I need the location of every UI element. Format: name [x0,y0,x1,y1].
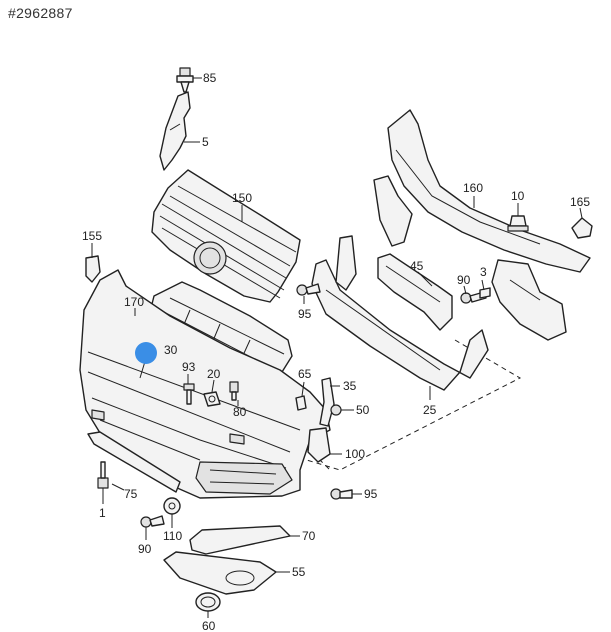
callout-80: 80 [233,405,247,419]
callout-20: 20 [207,367,221,381]
part-45-bracket [377,253,453,331]
part-160-cross-member [373,109,591,341]
callout-45: 45 [410,259,424,273]
callout-95-lower: 95 [364,487,378,501]
part-60-ring [195,592,221,612]
part-10-cap [507,215,529,232]
callout-155: 155 [82,229,102,243]
callout-170: 170 [124,295,144,309]
callout-50: 50 [356,403,370,417]
callout-3: 3 [480,265,487,279]
part-95-bolt-lower [330,488,353,500]
callout-1: 1 [99,506,106,520]
part-150-grille [151,169,301,303]
part-50-nut [330,404,342,416]
callout-93: 93 [182,360,196,374]
callout-70: 70 [302,529,316,543]
callout-165: 165 [570,195,590,209]
part-35-bracket [319,377,335,427]
callout-25: 25 [423,403,437,417]
part-80-clip [229,381,239,401]
callout-35: 35 [343,379,357,393]
callout-30: 30 [164,343,178,357]
part-25-impact-bar [311,235,489,391]
callout-5: 5 [202,135,209,149]
callout-150: 150 [232,191,252,205]
callout-85: 85 [203,71,217,85]
callout-labels: 85 5 150 155 170 30 93 20 80 65 35 50 16… [82,71,590,632]
part-1-bolt [97,461,109,489]
bumper-cover [79,269,331,499]
part-20-grommet [203,391,221,407]
part-100-bracket [307,427,331,463]
part-70-molding [189,525,291,555]
callout-65: 65 [298,367,312,381]
part-85-clip [176,67,194,93]
selection-marker[interactable] [135,342,157,364]
callout-110: 110 [163,529,182,543]
callout-90-upper: 90 [457,273,471,287]
leader-lines [91,77,583,618]
callout-95-upper: 95 [298,307,312,321]
part-93-bolt [183,383,195,405]
callout-55: 55 [292,565,306,579]
callout-75: 75 [124,487,138,501]
part-55-insert [163,551,277,595]
part-3-bolt [479,287,491,299]
part-155-bracket [85,255,101,283]
part-5-bracket [159,91,191,171]
callout-100: 100 [345,447,365,461]
part-90-bolt-lower [140,515,165,528]
callout-60: 60 [202,619,216,632]
callout-90-lower: 90 [138,542,152,556]
part-75-trim-strip [87,431,181,493]
part-65-clip [295,395,307,411]
callout-10: 10 [511,189,525,203]
document-number: #2962887 [8,5,73,21]
part-110-washer [163,497,181,515]
part-165-clip [571,217,593,239]
part-95-bolt-upper [296,283,321,296]
callout-160: 160 [463,181,483,195]
